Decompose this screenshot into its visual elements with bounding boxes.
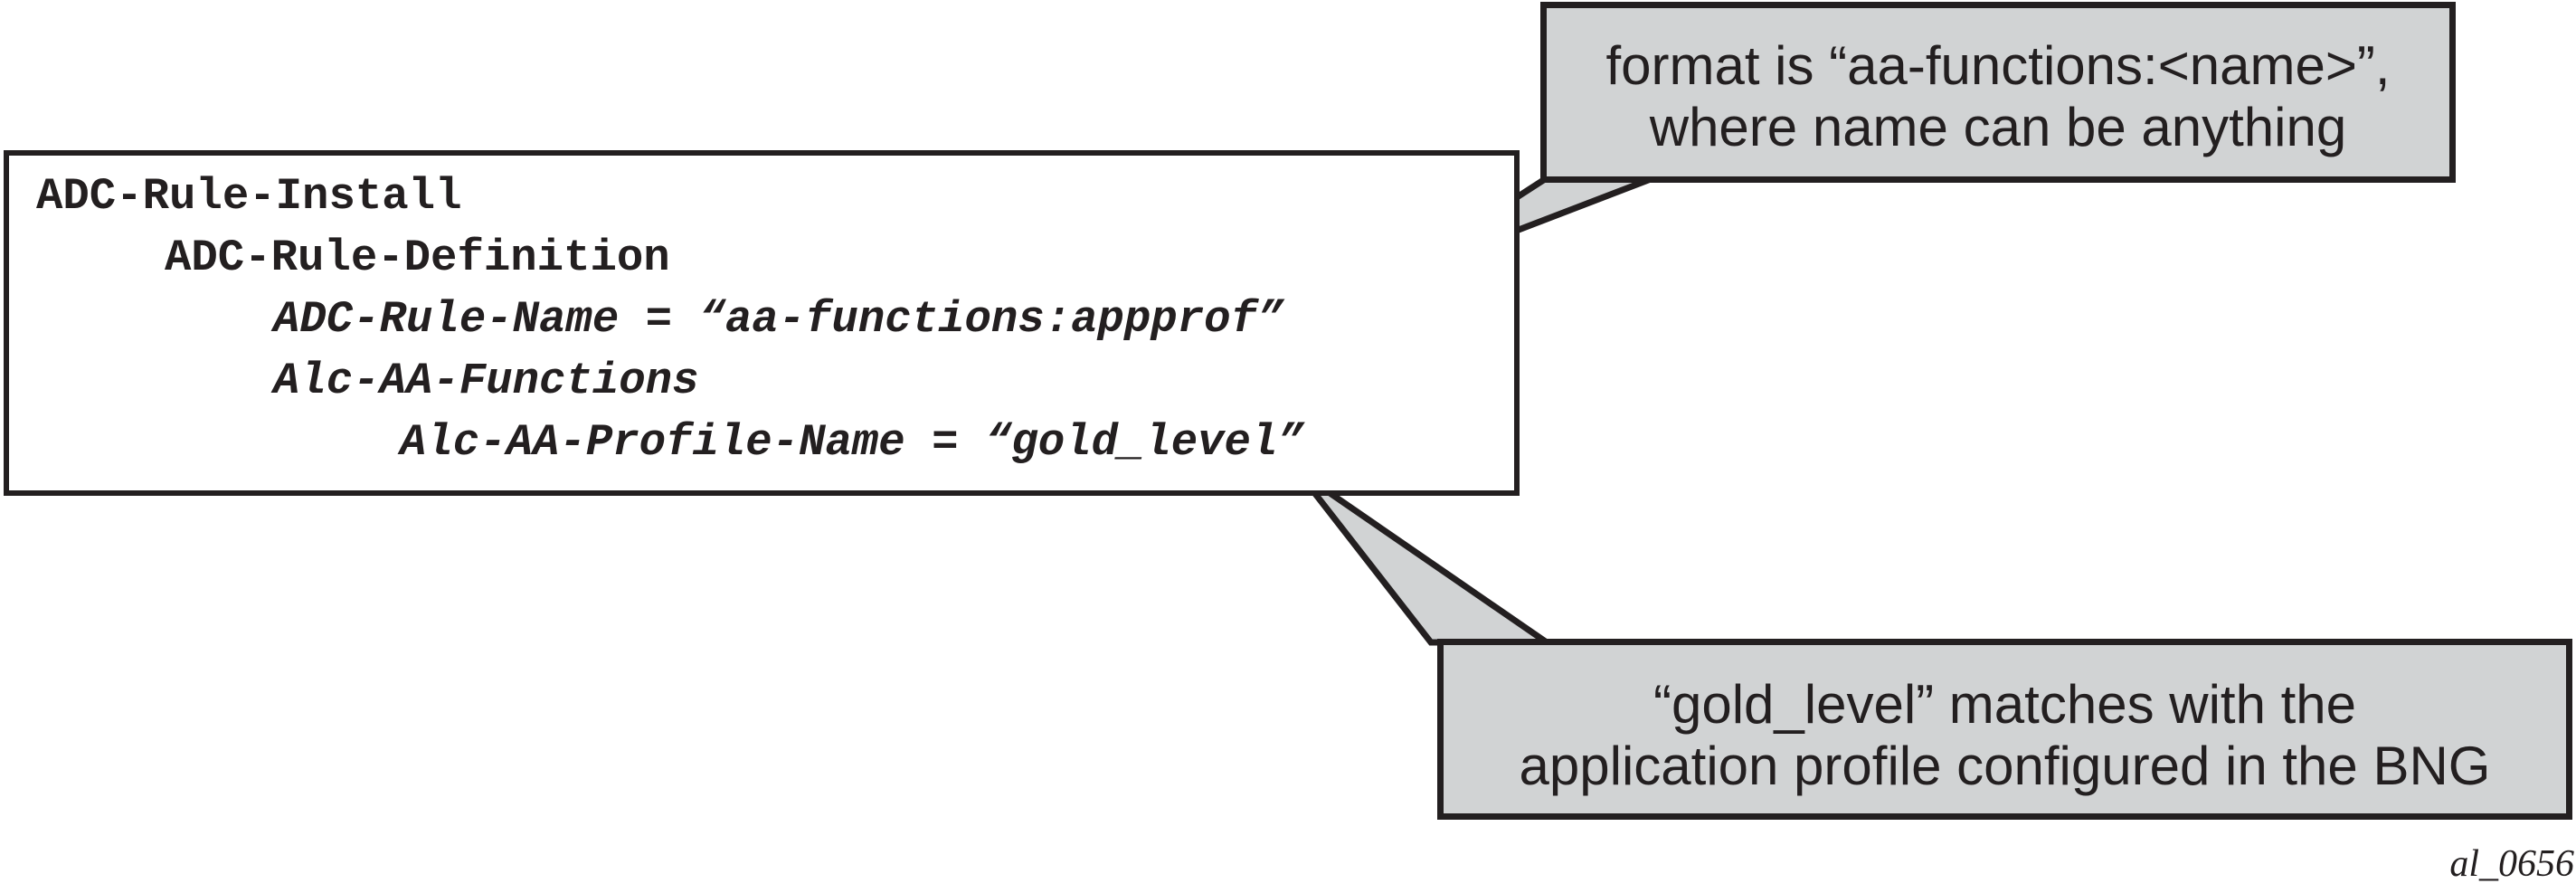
code-line-adc-rule-definition: ADC-Rule-Definition bbox=[165, 233, 670, 283]
profile-match-callout: “gold_level” matches with the applicatio… bbox=[1437, 639, 2572, 820]
radius-attribute-block: ADC-Rule-Install ADC-Rule-Definition ADC… bbox=[4, 150, 1520, 496]
code-line-alc-aa-functions: Alc-AA-Functions bbox=[273, 356, 699, 406]
code-line-adc-rule-install: ADC-Rule-Install bbox=[36, 171, 462, 222]
format-callout-line-2: where name can be anything bbox=[1649, 97, 2347, 157]
code-line-alc-aa-profile-name: Alc-AA-Profile-Name = “gold_level” bbox=[400, 417, 1304, 468]
code-line-adc-rule-name: ADC-Rule-Name = “aa-functions:appprof” bbox=[273, 294, 1284, 345]
figure-id: al_0656 bbox=[2449, 843, 2574, 885]
format-callout-line-1: format is “aa-functions:<name>”, bbox=[1605, 35, 2391, 96]
bottom-callout-pointer bbox=[1294, 468, 1558, 646]
format-callout: format is “aa-functions:<name>”, where n… bbox=[1540, 2, 2456, 183]
profile-match-callout-line-1: “gold_level” matches with the bbox=[1653, 674, 2357, 735]
profile-match-callout-line-2: application profile configured in the BN… bbox=[1519, 736, 2491, 796]
